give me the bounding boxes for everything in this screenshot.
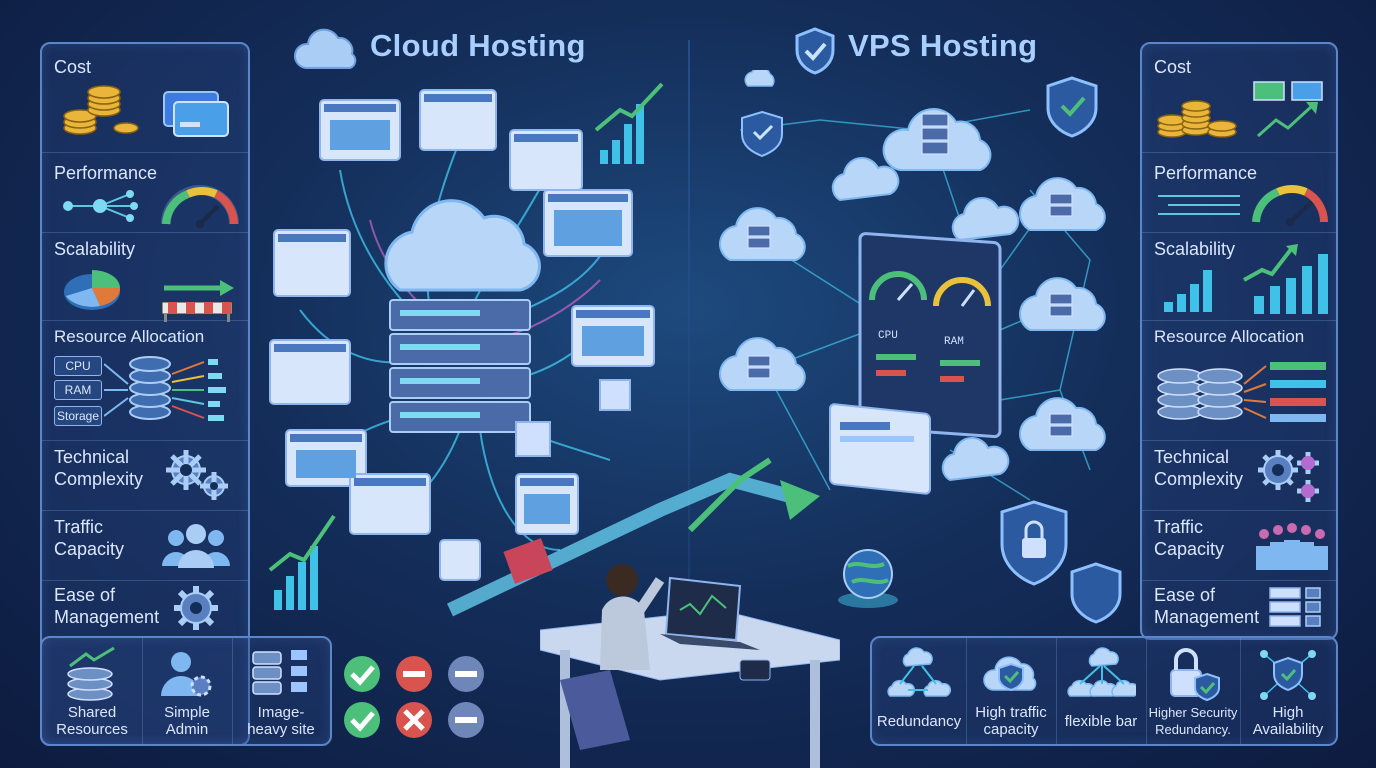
database-icon xyxy=(104,356,226,421)
browser-window xyxy=(269,339,351,405)
criterion-performance: Performance xyxy=(42,152,248,233)
network-nodes-icon xyxy=(63,190,138,222)
growth-chart xyxy=(594,82,664,164)
control-panel-icon xyxy=(1269,587,1321,627)
criterion-traffic-capacity: Traffic Capacity xyxy=(42,510,248,581)
migration-arrow xyxy=(446,457,820,617)
crowd-icon xyxy=(1256,523,1328,570)
criterion-scalability: Scalability xyxy=(1142,232,1336,321)
database-allocation-icon xyxy=(1157,362,1326,422)
server-block-icon xyxy=(599,379,631,411)
status-minus-icon xyxy=(396,656,432,692)
shield-network-icon xyxy=(1260,650,1316,700)
cloud-hosting-title: Cloud Hosting xyxy=(370,28,586,63)
users-group-icon xyxy=(162,524,230,568)
server-images-icon xyxy=(252,650,307,695)
speedometer-icon xyxy=(161,185,239,228)
growth-chart-bottom xyxy=(268,514,336,610)
cloud-cluster-icon xyxy=(1067,647,1136,697)
shop-window xyxy=(829,403,931,495)
criterion-resource-allocation: Resource Allocation xyxy=(1142,320,1336,441)
shield-check-icon xyxy=(795,27,835,75)
main-cloud xyxy=(384,199,541,292)
browser-window xyxy=(439,539,481,581)
criterion-scalability: Scalability xyxy=(42,232,248,322)
cash-growth-icon xyxy=(1253,81,1323,138)
admin-gear-icon xyxy=(161,652,212,697)
feature-high-availability: High Availability xyxy=(1240,638,1336,744)
cloud-shield-icon xyxy=(983,656,1037,692)
padlock-shield-icon xyxy=(1170,648,1220,702)
gears-icon xyxy=(166,450,228,500)
shield-icon xyxy=(1070,562,1122,624)
pie-chart-icon xyxy=(64,270,121,310)
criterion-ease-of-management: Ease of Management xyxy=(1142,580,1336,638)
speed-lines-icon xyxy=(1158,195,1240,215)
storage-tag: Storage xyxy=(54,406,102,426)
dashboard-cpu-label: CPU xyxy=(878,330,898,342)
criterion-performance: Performance xyxy=(1142,152,1336,233)
status-check-icon xyxy=(344,656,380,692)
cloud-network-icon xyxy=(887,647,952,697)
barrier-arrow-icon xyxy=(161,280,234,322)
globe-icon xyxy=(838,549,898,608)
ram-tag: RAM xyxy=(54,380,102,400)
gauge-icon xyxy=(869,271,991,307)
browser-window xyxy=(273,229,351,297)
coins-icon xyxy=(63,85,139,135)
speedometer-icon xyxy=(1252,184,1328,226)
center-divider xyxy=(688,40,690,640)
dashboard-ram-label: RAM xyxy=(944,336,964,348)
status-marks-grid xyxy=(344,656,484,738)
vps-network-top-icon xyxy=(741,70,783,158)
criterion-resource-allocation: Resource Allocation CPU RAM Storage xyxy=(42,320,248,441)
bar-chart-icon xyxy=(1164,270,1212,312)
coins-icon xyxy=(1157,100,1237,138)
feature-flexible-bar: flexible bar xyxy=(1056,638,1147,744)
phone xyxy=(739,659,771,681)
vps-hosting-illustration: CPU RAM xyxy=(719,70,1122,624)
person-at-desk xyxy=(540,564,840,768)
feature-redundancy: Redundancy xyxy=(872,638,967,744)
shield-check-network-icon xyxy=(1046,76,1098,138)
gears-icon xyxy=(1258,450,1319,502)
cloud-features-panel: Shared Resources Simple Admin Image- hea… xyxy=(40,636,332,746)
status-check-icon xyxy=(344,702,380,738)
feature-high-traffic-capacity: High traffic capacity xyxy=(966,638,1057,744)
vps-hosting-title: VPS Hosting xyxy=(848,28,1038,63)
criterion-ease-of-management: Ease of Management xyxy=(42,580,248,640)
criterion-technical-complexity: Technical Complexity xyxy=(1142,440,1336,511)
criterion-technical-complexity: Technical Complexity xyxy=(42,440,248,511)
status-cross-icon xyxy=(396,702,432,738)
shared-database-icon xyxy=(67,646,115,701)
laptop xyxy=(660,576,760,650)
cpu-tag: CPU xyxy=(54,356,102,376)
padlock-shield-icon xyxy=(1000,500,1068,586)
vps-criteria-panel: Cost Performance Scalability xyxy=(1140,42,1338,640)
vps-features-panel: Redundancy High traffic capacity flexibl… xyxy=(870,636,1338,746)
browser-window xyxy=(349,473,431,535)
status-minus-icon xyxy=(448,656,484,692)
feature-simple-admin: Simple Admin xyxy=(142,638,233,744)
criterion-cost: Cost xyxy=(42,44,248,153)
credit-card-icon xyxy=(163,91,229,137)
growth-bars-icon xyxy=(1243,244,1328,314)
cloud-hosting-illustration xyxy=(268,82,664,610)
cloud-criteria-panel: Cost Performance Scala xyxy=(40,42,250,746)
cloud-icon xyxy=(294,28,357,69)
browser-window xyxy=(419,89,497,151)
criterion-cost: Cost xyxy=(1142,44,1336,153)
status-minus-icon xyxy=(448,702,484,738)
server-block-icon xyxy=(515,421,551,457)
feature-image-heavy-site: Image- heavy site xyxy=(232,638,330,744)
feature-shared-resources: Shared Resources xyxy=(42,638,143,744)
vps-dashboard-window: CPU RAM xyxy=(858,232,1002,439)
feature-higher-security: Higher Security Redundancy. xyxy=(1146,638,1241,744)
server-stack xyxy=(389,299,531,433)
criterion-traffic-capacity: Traffic Capacity xyxy=(1142,510,1336,581)
gear-icon xyxy=(174,586,218,630)
